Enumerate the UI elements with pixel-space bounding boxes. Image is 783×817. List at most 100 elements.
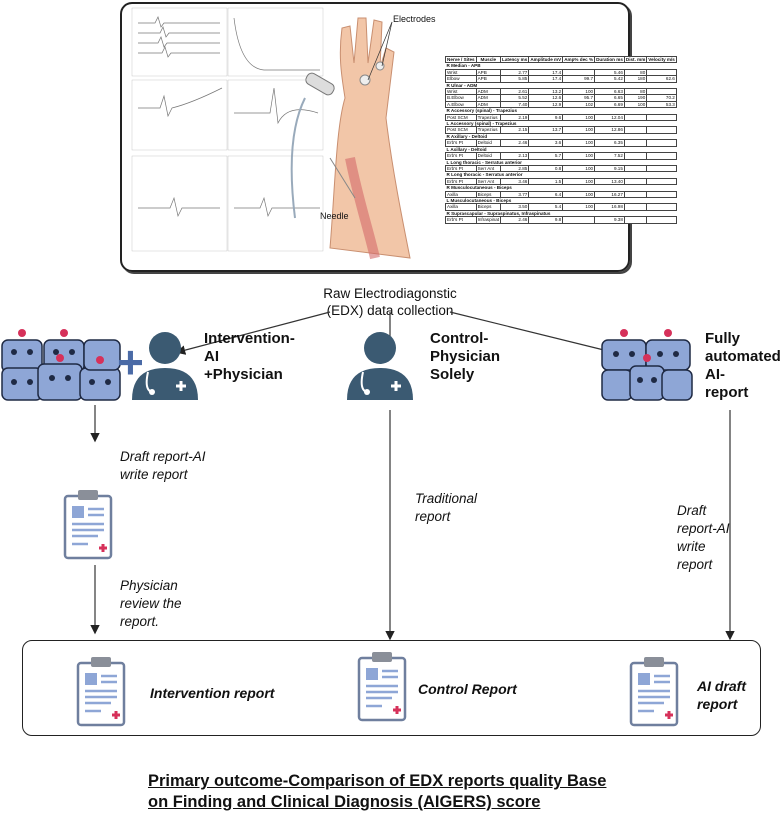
table-cell: 2.46 [500, 216, 530, 224]
table-cell: 2.13 [500, 152, 530, 160]
table-cell: 6.4 [528, 190, 564, 198]
table-cell [623, 139, 648, 147]
table-section-title: R Musculocutaneous - Biceps [445, 184, 677, 192]
table-section-title: L Musculocutaneous - Biceps [445, 196, 677, 205]
table-cell: 2.15 [500, 126, 530, 134]
table-section-title: R Long thoracic - Serratus anterior [445, 171, 677, 179]
table-cell: Serr Ant [475, 177, 502, 186]
table-section-title: L Long thoracic - Serratus anterior [445, 158, 677, 166]
table-section-title: R Axillary - Deltoid [445, 132, 677, 141]
caption-line: Raw Electrodiagonstic [323, 286, 457, 301]
table-cell: 9.8 [528, 216, 564, 224]
table-cell [646, 126, 677, 134]
table-cell [646, 139, 677, 147]
table-section-row: R Axillary - Deltoid [445, 132, 677, 141]
table-header-cell: Muscle [475, 55, 502, 64]
ai-robots-icon [1, 329, 121, 401]
table-cell: 13.7 [528, 126, 564, 134]
table-section-row: R Suprascapular - Supraspinatus, Infrasp… [445, 209, 677, 218]
table-cell [646, 164, 677, 173]
table-cell: 100 [562, 152, 596, 160]
table-cell: Deltoid [475, 152, 502, 160]
primary-outcome-title: Primary outcome-Comparison of EDX report… [148, 772, 607, 811]
clipboard-report-icon [63, 490, 113, 560]
intervention-report-label: Intervention report [150, 685, 275, 701]
table-header-cell: Velocity m/s [646, 55, 677, 64]
table-cell [623, 190, 648, 198]
table-cell: 100 [562, 164, 596, 173]
table-cell [623, 152, 648, 160]
table-cell: Biceps [475, 190, 502, 198]
control-report-label: Control Report [418, 681, 517, 697]
table-cell [562, 216, 596, 224]
table-header-cell: Latency ms [500, 55, 530, 64]
table-cell: 3.46 [500, 177, 530, 186]
caption-line: (EDX) data collection [326, 303, 454, 318]
table-cell [646, 152, 677, 160]
table-cell [623, 164, 648, 173]
table-header-cell: Dist. mm [623, 55, 648, 64]
table-cell: 1.5 [528, 177, 564, 186]
table-cell: Biceps [475, 203, 502, 211]
table-cell: 100 [562, 190, 596, 198]
table-cell: 5.4 [528, 203, 564, 211]
table-cell: 5.7 [528, 152, 564, 160]
table-cell [646, 216, 677, 224]
arrow-to-intervention [175, 311, 331, 355]
table-section-title: R Suprascapular - Supraspinatus, Infrasp… [445, 209, 677, 218]
table-cell [623, 216, 648, 224]
table-cell: 100 [562, 139, 596, 147]
needle-label: Needle [320, 211, 349, 221]
table-cell: 3.6 [528, 139, 564, 147]
table-cell: Infraspinat [475, 216, 502, 224]
table-cell: 100 [562, 177, 596, 186]
table-section-title: L Axillary - Deltoid [445, 145, 677, 154]
table-cell: 2.85 [500, 164, 530, 173]
physician-icon [347, 332, 413, 400]
table-section-row: R Long thoracic - Serratus anterior [445, 171, 677, 179]
electrodes-label: Electrodes [393, 14, 436, 24]
intervention-arm-label: Intervention-AI+Physician [204, 330, 295, 383]
ai-robots-icon [601, 329, 693, 401]
table-section-row: L Musculocutaneous - Biceps [445, 196, 677, 205]
physician-icon [132, 332, 198, 400]
table-cell: 2.46 [500, 139, 530, 147]
table-cell: 100 [562, 203, 596, 211]
table-cell [623, 203, 648, 211]
table-cell: 100 [562, 126, 596, 134]
table-cell [646, 203, 677, 211]
table-section-row: L Axillary - Deltoid [445, 145, 677, 154]
table-cell [646, 190, 677, 198]
table-cell: Trapezius [475, 113, 502, 122]
emg-waveform-panels [131, 7, 411, 260]
clipboard-report-icon [629, 657, 679, 727]
report-outputs-panel [22, 640, 761, 736]
table-section-row: R Musculocutaneous - Biceps [445, 184, 677, 192]
table-cell: Trapezius [475, 126, 502, 134]
table-cell: 0.8 [528, 164, 564, 173]
clipboard-report-icon [357, 652, 407, 722]
table-header-cell: Amplitude mV [528, 55, 564, 64]
table-cell [646, 177, 677, 186]
